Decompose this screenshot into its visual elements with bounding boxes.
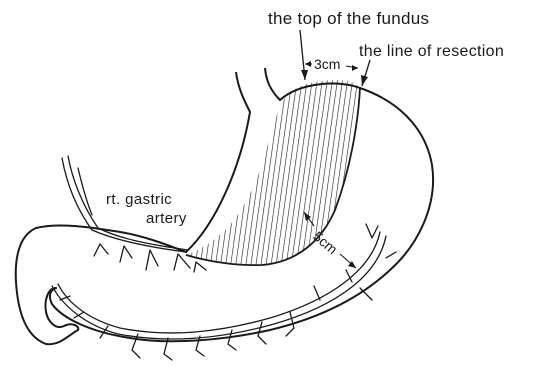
- stomach-outline: [16, 84, 433, 345]
- dimension-3cm-label: 3cm: [314, 56, 340, 72]
- fundus-top-label: the top of the fundus: [268, 10, 429, 27]
- artery-label-line1: rt. gastric: [106, 192, 172, 207]
- resection-area: [186, 80, 360, 265]
- resection-pointer: [361, 60, 370, 86]
- resection-line-label: the line of resection: [359, 44, 504, 60]
- artery-label-line2: artery: [146, 211, 187, 226]
- esophagus: [236, 68, 280, 112]
- fundus-pointer: [300, 30, 308, 80]
